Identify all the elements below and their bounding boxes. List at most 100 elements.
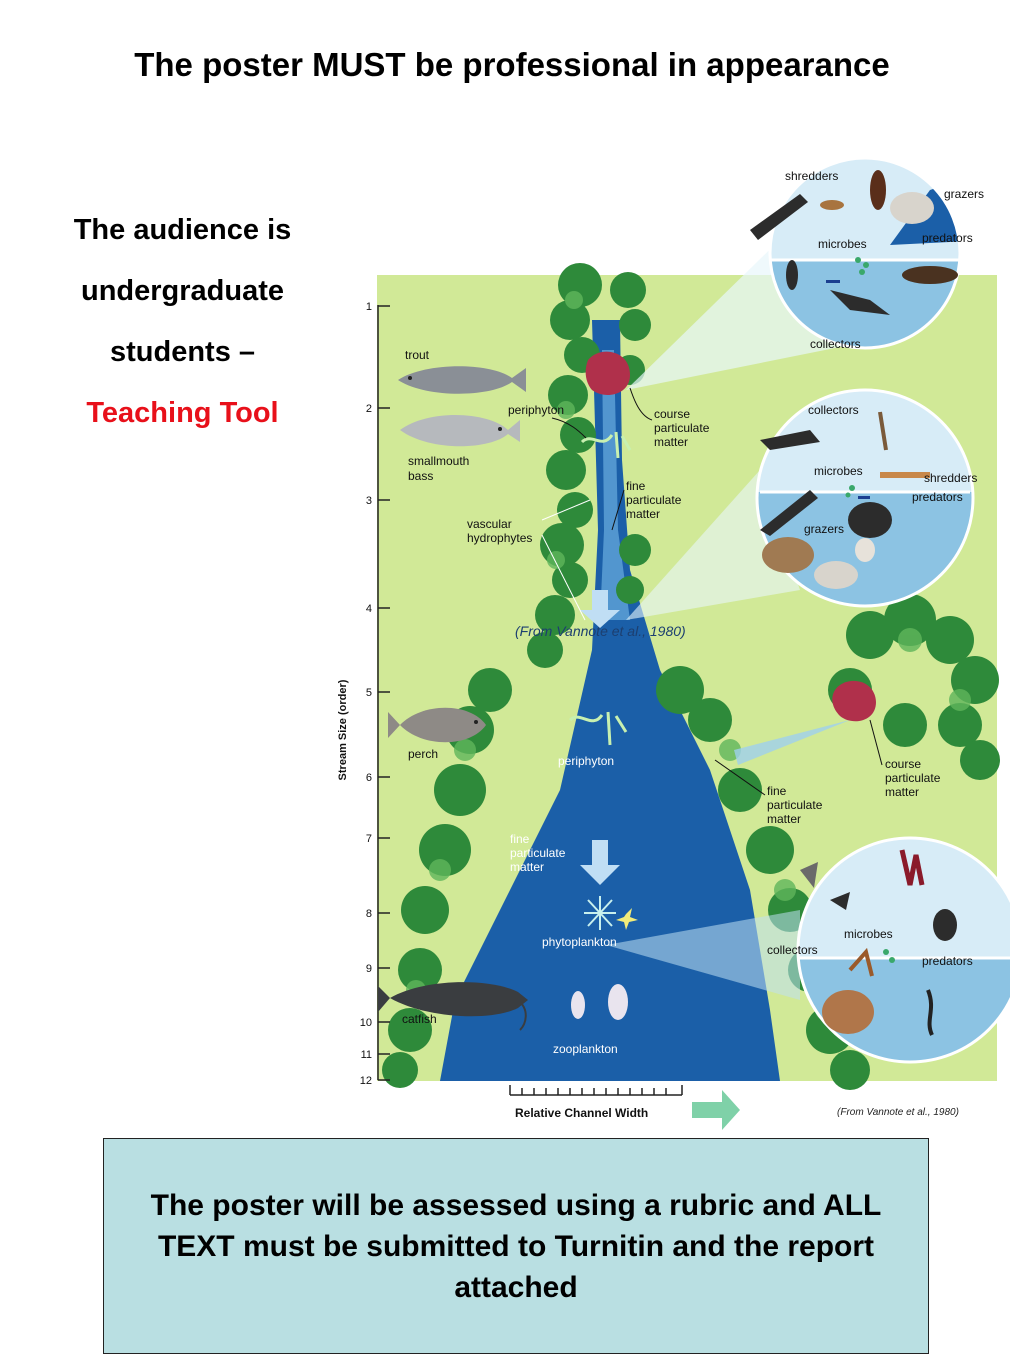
audience-line-1: The audience is [73, 214, 292, 246]
periphyton-icon [580, 431, 632, 459]
y-tick-label: 10 [360, 1017, 372, 1029]
mid-collectors: collectors [808, 403, 859, 417]
mid-grazers: grazers [804, 522, 844, 536]
label-course-top-3: matter [654, 435, 688, 449]
slide-title: The poster MUST be professional in appea… [134, 46, 890, 83]
collector-icon [830, 290, 890, 315]
predator-icon [870, 170, 886, 210]
predator-icon-7 [926, 989, 934, 1036]
perch-label: perch [408, 747, 438, 761]
y-tick-label: 12 [360, 1075, 372, 1087]
y-tick-label: 1 [366, 301, 372, 313]
smallmouth-label-1: smallmouth [408, 454, 469, 468]
y-tick-label: 3 [366, 495, 372, 507]
collector-icon-6 [830, 892, 850, 910]
collector-icon-4 [878, 411, 888, 451]
label-fine-mid-3: matter [767, 812, 801, 826]
label-course-top-2: particulate [654, 421, 710, 435]
circle-lowland: microbes collectors predators [767, 836, 1024, 1064]
y-axis-label: Stream Size (order) [337, 679, 349, 780]
label-periphyton-top: periphyton [508, 403, 564, 417]
label-fine-mid-2: particulate [767, 798, 823, 812]
grazer-icon [890, 192, 934, 224]
label-zooplankton: zooplankton [553, 1042, 618, 1056]
audience-highlight: Teaching Tool [86, 397, 279, 429]
label-fine-low-3: matter [510, 860, 544, 874]
flow-arrow-icon-2 [580, 840, 620, 885]
flow-arrow-icon [580, 590, 620, 628]
grazer-icon-5 [822, 990, 874, 1034]
top-shredders: shredders [785, 169, 838, 183]
y-tick-label: 4 [366, 603, 372, 615]
credit-corner: (From Vannote et al., 1980) [837, 1107, 959, 1118]
audience-line-3: students – [109, 336, 256, 368]
y-tick-label: 6 [366, 772, 372, 784]
grazer-icon-2 [762, 537, 814, 573]
perch-icon [388, 707, 486, 743]
label-fine-top-3: matter [626, 507, 660, 521]
audience-text: The audience is undergraduate students –… [40, 200, 325, 444]
predator-icon-3 [760, 490, 818, 536]
shredder-icon [750, 194, 808, 240]
collector-icon-2 [786, 260, 798, 290]
credit-inline: (From Vannote et al., 1980) [515, 623, 686, 639]
label-course-mid-2: particulate [885, 771, 941, 785]
y-tick-label: 5 [366, 687, 372, 699]
label-vascular-1: vascular [467, 517, 512, 531]
label-vascular-2: hydrophytes [467, 531, 532, 545]
label-periphyton-mid: periphyton [558, 754, 614, 768]
top-microbes: microbes [818, 237, 867, 251]
low-predators: predators [922, 954, 973, 968]
low-microbes: microbes [844, 927, 893, 941]
collector-icon-3 [760, 430, 820, 450]
label-fine-mid-1: fine [767, 784, 787, 798]
y-tick-label: 7 [366, 833, 372, 845]
x-axis-label: Relative Channel Width [515, 1106, 648, 1120]
label-course-mid-3: matter [885, 785, 919, 799]
zooplankton-icon [571, 984, 628, 1020]
top-collectors: collectors [810, 337, 861, 351]
catfish-label: catfish [402, 1012, 437, 1026]
x-axis-arrow-icon [692, 1090, 740, 1130]
trout-icon [398, 366, 526, 394]
top-predators: predators [922, 231, 973, 245]
mid-microbes: microbes [814, 464, 863, 478]
label-fine-low-1: fine [510, 832, 530, 846]
label-fine-top-2: particulate [626, 493, 682, 507]
grazer-icon-4 [855, 538, 875, 562]
low-collectors: collectors [767, 943, 818, 957]
assessment-note-text: The poster will be assessed using a rubr… [150, 1188, 882, 1304]
smallmouth-label-2: bass [408, 469, 433, 483]
mid-shredders: shredders [924, 471, 977, 485]
audience-line-2: undergraduate [80, 275, 285, 307]
shredder-icon-2 [820, 200, 844, 210]
predator-icon-4 [848, 502, 892, 538]
label-course-top-1: course [654, 407, 690, 421]
label-phytoplankton: phytoplankton [542, 935, 617, 949]
predator-icon-6 [933, 909, 957, 941]
label-course-mid-1: course [885, 757, 921, 771]
y-tick-label: 2 [366, 403, 372, 415]
assessment-note: The poster will be assessed using a rubr… [103, 1138, 929, 1354]
label-fine-low-2: particulate [510, 846, 566, 860]
mid-predators: predators [912, 490, 963, 504]
y-tick-label: 9 [366, 963, 372, 975]
trout-label: trout [405, 348, 430, 362]
x-axis-ruler [509, 1085, 683, 1096]
predator-icon-2 [902, 266, 958, 284]
predator-icon-5 [899, 849, 925, 886]
y-tick-label: 8 [366, 908, 372, 920]
riparian-trees [382, 263, 1000, 1090]
leaf-icon [585, 351, 630, 395]
catfish-icon [378, 982, 528, 1031]
periphyton-icon-2 [568, 711, 628, 746]
grazer-icon-3 [814, 561, 858, 589]
label-fine-top-1: fine [626, 479, 646, 493]
phytoplankton-icon [584, 896, 616, 930]
top-grazers: grazers [944, 187, 984, 201]
y-tick-label: 11 [361, 1049, 372, 1061]
leaf-icon-2 [832, 680, 876, 722]
